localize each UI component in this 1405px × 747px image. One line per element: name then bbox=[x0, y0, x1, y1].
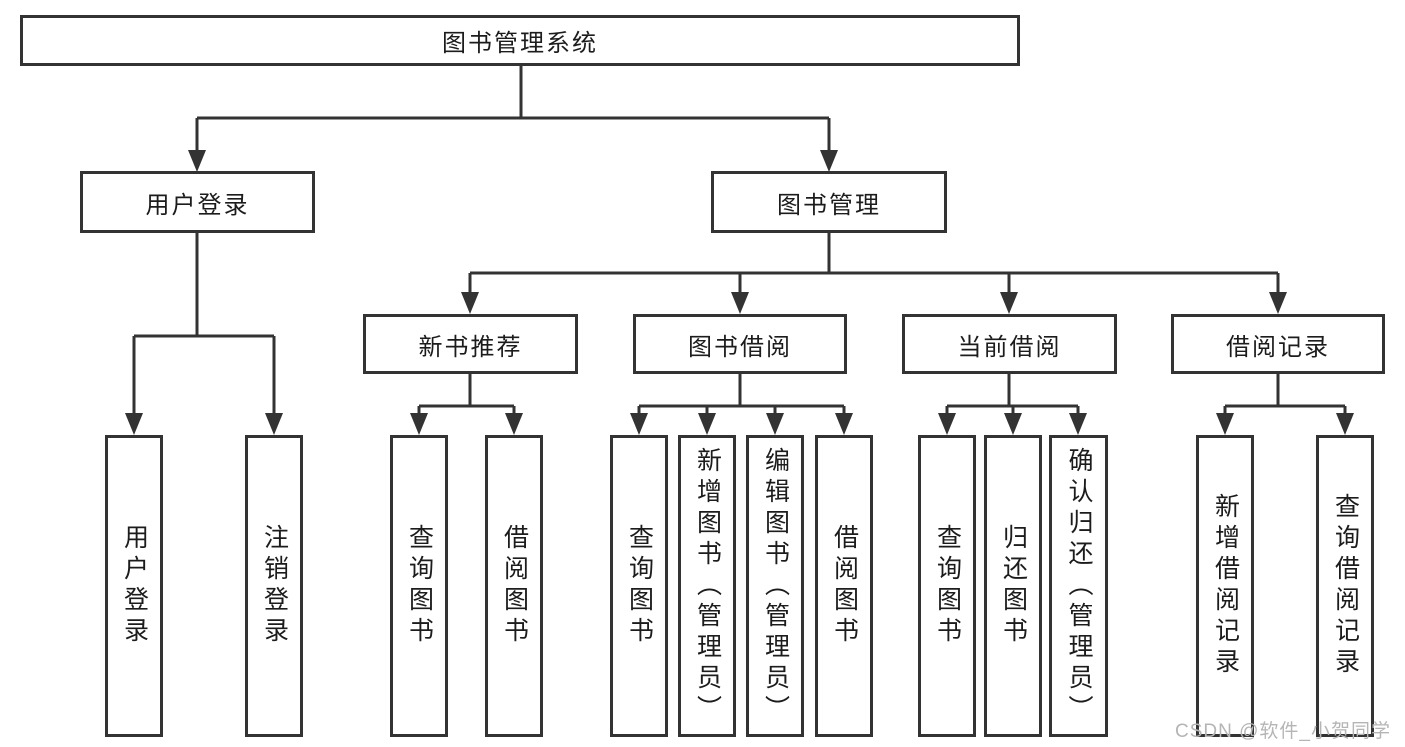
arrowhead bbox=[125, 413, 143, 435]
arrowhead bbox=[1269, 292, 1287, 314]
node-current-borrowing: 当前借阅 bbox=[902, 314, 1117, 374]
leaf-current-confirm-return-admin: 确认归还（管理员） bbox=[1049, 435, 1108, 737]
leaf-borrowing-edit-books-admin: 编辑图书（管理员） bbox=[746, 435, 804, 737]
connector-root-to-level2 bbox=[195, 66, 831, 154]
leaf-records-add-record: 新增借阅记录 bbox=[1196, 435, 1254, 737]
connector-records-to-leaves bbox=[1223, 374, 1347, 417]
arrowhead bbox=[731, 292, 749, 314]
connector-borrowing-to-leaves bbox=[637, 374, 846, 417]
leaf-borrowing-add-books-admin: 新增图书（管理员） bbox=[678, 435, 736, 737]
node-user-login: 用户登录 bbox=[80, 171, 315, 233]
node-root-library-system: 图书管理系统 bbox=[20, 15, 1020, 66]
arrowhead bbox=[461, 292, 479, 314]
node-new-book-recommend: 新书推荐 bbox=[363, 314, 578, 374]
node-book-borrowing: 图书借阅 bbox=[633, 314, 847, 374]
arrowheads bbox=[125, 150, 1354, 435]
connector-current-to-leaves bbox=[945, 374, 1080, 417]
leaf-borrowing-query-books: 查询图书 bbox=[610, 435, 668, 737]
node-book-management: 图书管理 bbox=[711, 171, 947, 233]
arrowhead bbox=[766, 413, 784, 435]
leaf-user-login: 用户登录 bbox=[105, 435, 163, 737]
arrowhead bbox=[188, 150, 206, 172]
leaf-current-query-books: 查询图书 bbox=[918, 435, 976, 737]
arrowhead bbox=[835, 413, 853, 435]
arrowhead bbox=[505, 413, 523, 435]
arrowhead bbox=[698, 413, 716, 435]
leaf-current-return-books: 归还图书 bbox=[984, 435, 1042, 737]
arrowhead bbox=[1004, 413, 1022, 435]
arrowhead bbox=[1216, 413, 1234, 435]
leaf-borrowing-borrow-books: 借阅图书 bbox=[815, 435, 873, 737]
node-borrowing-records: 借阅记录 bbox=[1171, 314, 1385, 374]
leaf-logout: 注销登录 bbox=[245, 435, 303, 737]
connector-login-to-leaves bbox=[132, 233, 276, 417]
connector-mgmt-to-level3 bbox=[468, 233, 1280, 296]
watermark: CSDN @软件_小贺同学 bbox=[1175, 721, 1391, 742]
arrowhead bbox=[1336, 413, 1354, 435]
leaf-recommend-query-books: 查询图书 bbox=[390, 435, 448, 737]
arrowhead bbox=[630, 413, 648, 435]
arrowhead bbox=[1069, 413, 1087, 435]
arrowhead bbox=[820, 150, 838, 172]
leaf-recommend-borrow-books: 借阅图书 bbox=[485, 435, 543, 737]
arrowhead bbox=[1000, 292, 1018, 314]
arrowhead bbox=[265, 413, 283, 435]
connector-recommend-to-leaves bbox=[417, 374, 516, 417]
leaf-records-query-record: 查询借阅记录 bbox=[1316, 435, 1374, 737]
arrowhead bbox=[410, 413, 428, 435]
arrowhead bbox=[938, 413, 956, 435]
